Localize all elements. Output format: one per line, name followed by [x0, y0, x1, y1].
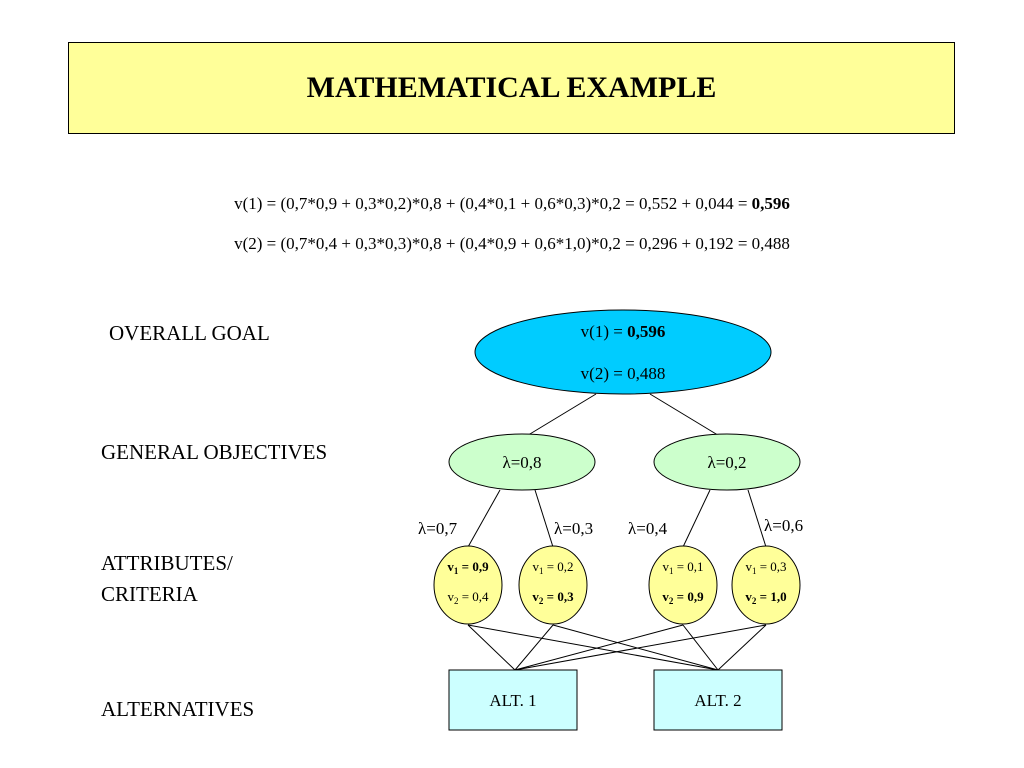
edge-goal-obj-right — [649, 393, 727, 441]
level-general-objectives: GENERAL OBJECTIVES — [101, 440, 328, 464]
criterion-circle-3 — [648, 545, 718, 625]
criterion-1-v2: v2 = 0,4 — [447, 589, 489, 606]
criterion-circle-2 — [518, 545, 588, 625]
criterion-3-v1: v1 = 0,1 — [662, 559, 703, 576]
equation-v2: v(2) = (0,7*0,4 + 0,3*0,3)*0,8 + (0,4*0,… — [234, 234, 790, 253]
equation-v1-text: v(1) = (0,7*0,9 + 0,3*0,2)*0,8 + (0,4*0,… — [234, 194, 752, 213]
edge-crit4-alt1 — [514, 624, 767, 671]
weight-label-3: λ=0,4 — [628, 519, 668, 538]
edge-crit2-alt2 — [552, 624, 719, 671]
level-attributes-line2: CRITERIA — [101, 582, 198, 606]
goal-v1-text: v(1) = 0,596 — [581, 322, 666, 341]
criterion-1-v1: v1 = 0,9 — [447, 559, 489, 576]
objective-node-left — [448, 433, 596, 491]
criterion-2-v1: v1 = 0,2 — [532, 559, 573, 576]
alternative-box-2 — [653, 669, 783, 731]
edge-crit1-alt1 — [467, 624, 516, 671]
equation-v1: v(1) = (0,7*0,9 + 0,3*0,2)*0,8 + (0,4*0,… — [0, 194, 1024, 214]
criterion-2-v2: v2 = 0,3 — [532, 589, 574, 606]
criterion-4-v1: v1 = 0,3 — [745, 559, 786, 576]
edge-crit3-alt2 — [682, 624, 719, 671]
edge-obj-left-crit2 — [534, 489, 554, 548]
weight-label-2: λ=0,3 — [554, 519, 593, 538]
criterion-node-4: v1 = 0,3 v2 = 1,0 — [731, 545, 801, 625]
edge-obj-right-crit4 — [747, 489, 767, 548]
objective-node-right — [653, 433, 801, 491]
alternative-1-label: ALT. 1 — [489, 691, 536, 710]
equation-v1-result: 0,596 — [751, 194, 790, 213]
goal-v2-text: v(2) = 0,488 — [581, 364, 666, 383]
edge-goal-obj-left — [519, 393, 597, 441]
criterion-node-3: v1 = 0,1 v2 = 0,9 — [648, 545, 718, 625]
edge-crit1-alt2 — [467, 624, 719, 671]
goal-node — [474, 309, 772, 395]
level-alternatives: ALTERNATIVES — [101, 697, 255, 721]
objective-right-label: λ=0,2 — [707, 453, 746, 472]
edge-crit2-alt1 — [514, 624, 554, 671]
connector-lines — [467, 393, 767, 671]
weight-label-4: λ=0,6 — [764, 516, 803, 535]
level-attributes-line1: ATTRIBUTES/ — [101, 551, 233, 575]
title-box: MATHEMATICAL EXAMPLE — [68, 42, 955, 134]
edge-obj-right-crit3 — [682, 489, 711, 548]
criterion-3-v2: v2 = 0,9 — [662, 589, 704, 606]
criterion-circle-1 — [433, 545, 503, 625]
page-title: MATHEMATICAL EXAMPLE — [306, 71, 717, 104]
criterion-circle-4 — [731, 545, 801, 625]
alternative-2-label: ALT. 2 — [694, 691, 741, 710]
criterion-4-v2: v2 = 1,0 — [745, 589, 786, 606]
criterion-node-2: v1 = 0,2 v2 = 0,3 — [518, 545, 588, 625]
alternative-box-1 — [448, 669, 578, 731]
level-overall-goal: OVERALL GOAL — [109, 321, 270, 345]
edge-crit3-alt1 — [514, 624, 684, 671]
edge-obj-left-crit1 — [467, 489, 501, 548]
criterion-node-1: v1 = 0,9 v2 = 0,4 — [433, 545, 503, 625]
edge-crit4-alt2 — [717, 624, 767, 671]
weight-label-1: λ=0,7 — [418, 519, 458, 538]
objective-left-label: λ=0,8 — [502, 453, 541, 472]
